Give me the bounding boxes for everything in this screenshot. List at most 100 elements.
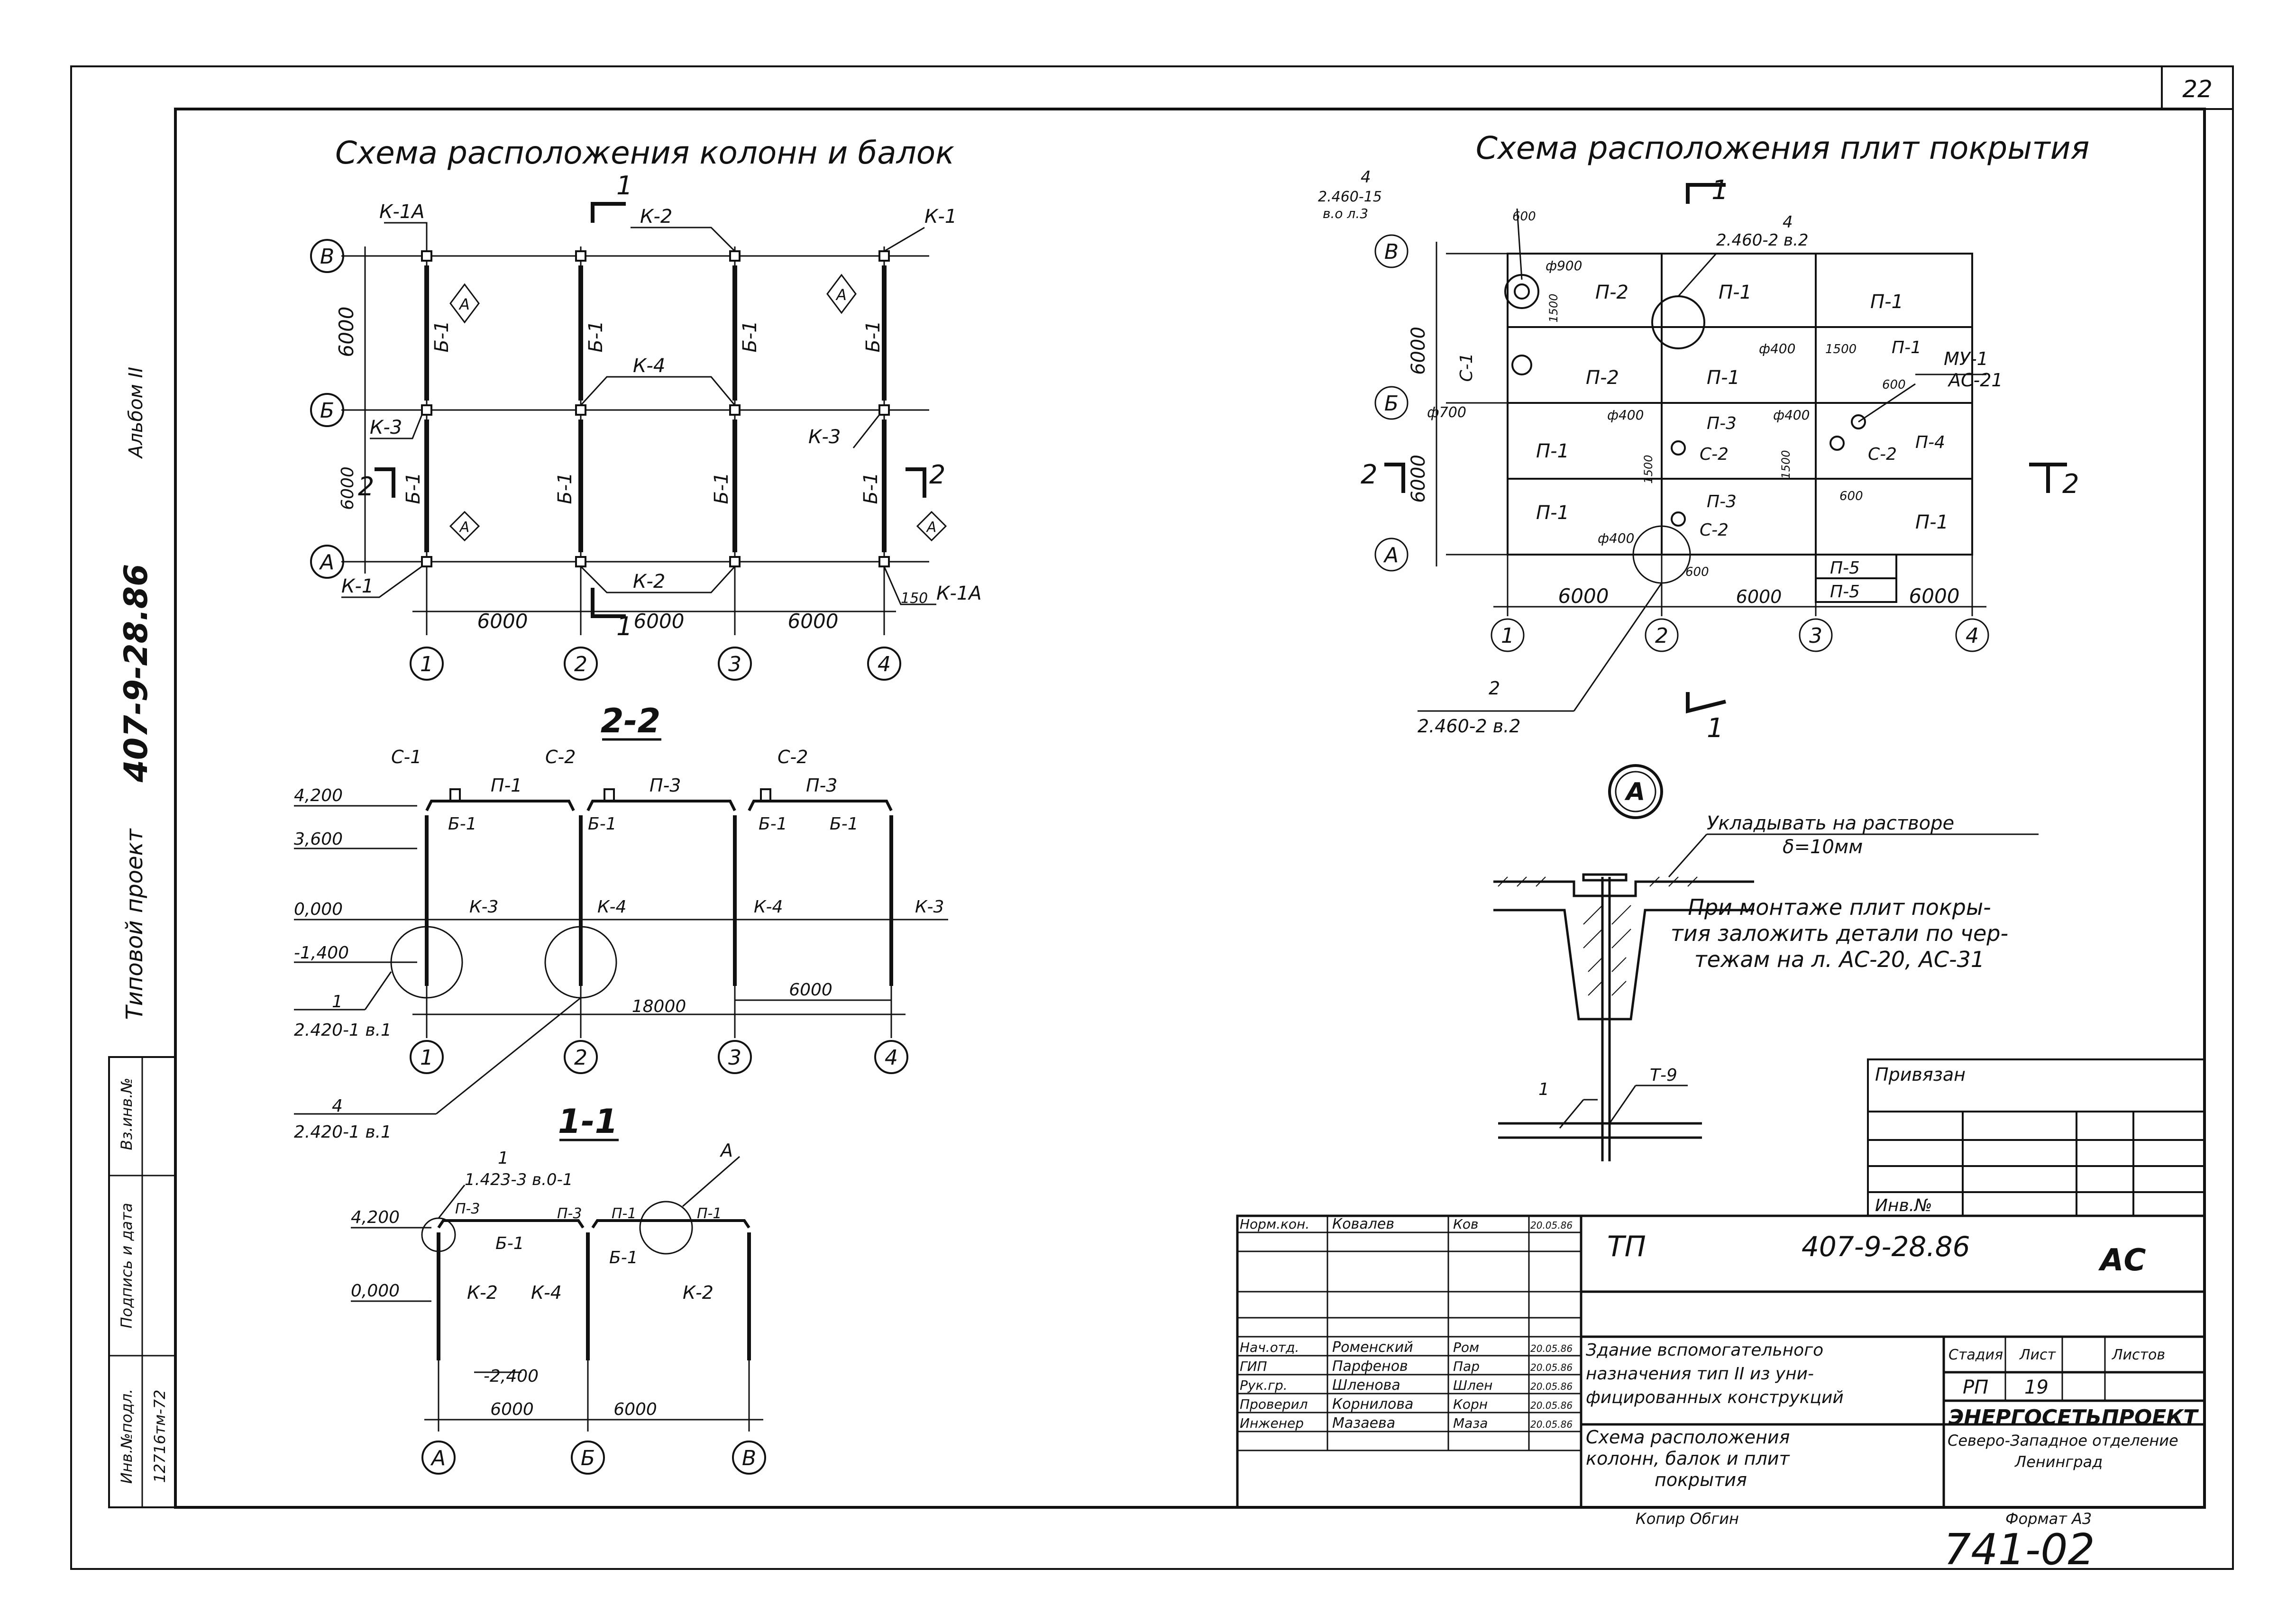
section11-axis: В <box>742 1446 756 1470</box>
slab-label: П-1 <box>1707 367 1740 389</box>
section11-ref1-num: 1 <box>498 1149 509 1168</box>
person-role: ГИП <box>1240 1359 1267 1374</box>
plan1-mark-k1-bottom: К-1 <box>341 575 374 597</box>
section22-axis: 2 <box>574 1046 587 1070</box>
note-line: тежам на л. АС-20, АС-31 <box>1694 947 1985 972</box>
person-name: Мазаева <box>1332 1415 1395 1432</box>
plan1-title: Схема расположения колонн и балок <box>335 135 954 171</box>
privyazan-table: Привязан Инв.№ <box>1867 1058 2205 1217</box>
plan1-mark-k3-left: К-3 <box>370 417 402 438</box>
support-label: С-2 <box>1868 445 1897 464</box>
section22-dim-total: 18000 <box>632 997 686 1016</box>
plan2-axis-4: 4 <box>1966 624 1979 648</box>
person-date: 20.05.86 <box>1530 1362 1573 1373</box>
plan1-callout-a: А <box>459 519 470 536</box>
section11-dim: 6000 <box>490 1400 534 1419</box>
plan1-callout-a: А <box>835 286 847 304</box>
plan1-axis-b: Б <box>320 399 334 423</box>
column-mark: К-2 <box>467 1282 498 1303</box>
person-date: 20.05.86 <box>1530 1343 1573 1354</box>
plan1-mark-k4: К-4 <box>633 355 665 377</box>
person-name: Ковалев <box>1332 1216 1394 1232</box>
column-mark: К-3 <box>469 897 498 917</box>
plan1-span-y2: 6000 <box>338 466 357 510</box>
plan1-mark-k1a-bottom: К-1А <box>936 583 982 604</box>
plan1-callout-a: А <box>458 295 470 313</box>
beam-mark: Б-1 <box>830 814 859 834</box>
person-date: 20.05.86 <box>1530 1400 1573 1411</box>
person-name: Шленова <box>1332 1377 1400 1394</box>
top-mark: С-2 <box>778 747 808 767</box>
section11-dim: 6000 <box>613 1400 657 1419</box>
person-name: Корнилова <box>1332 1396 1413 1413</box>
slab-mark: П-1 <box>612 1205 636 1222</box>
hole-dia: ф400 <box>1598 530 1634 546</box>
side-project-code: 407-9-28.86 <box>118 564 155 783</box>
person-sign: Ром <box>1453 1340 1479 1355</box>
plan1-beam-mark: Б-1 <box>711 472 732 504</box>
plan1-beam-mark: Б-1 <box>431 320 453 352</box>
tb-stage-label: Стадия <box>1948 1347 2003 1363</box>
section22-axis: 3 <box>728 1046 741 1070</box>
slab-mark: П-1 <box>697 1205 722 1222</box>
dim-small: 600 <box>1839 489 1863 503</box>
detail-a-note1: Укладывать на растворе <box>1707 812 1954 834</box>
stamp-header-inv: Инв.№подл. <box>118 1389 136 1484</box>
top-mark: С-2 <box>545 747 576 767</box>
plan1-span-y1: 6000 <box>335 307 358 357</box>
person-role: Проверил <box>1240 1396 1308 1412</box>
person-sign: Шлен <box>1453 1377 1492 1393</box>
column-mark: К-2 <box>683 1282 713 1303</box>
section-2-2: 2-2 <box>294 702 948 1142</box>
slab-label: П-1 <box>1719 282 1752 303</box>
doc-number: 741-02 <box>1944 1525 2095 1575</box>
level-mark: -2,400 <box>484 1367 539 1386</box>
tb-sheets-label: Листов <box>2112 1347 2165 1363</box>
tb-building: фицированных конструкций <box>1586 1388 1844 1407</box>
column-mark: К-4 <box>597 897 626 917</box>
section22-ref1-num: 1 <box>332 992 343 1012</box>
stamp-header-sign: Подпись и дата <box>118 1203 136 1328</box>
detail-a-note2: δ=10мм <box>1783 836 1863 858</box>
plan2-span-y2: 6000 <box>1408 455 1429 503</box>
tb-copied: Копир Обгин <box>1636 1510 1739 1528</box>
tb-sheet-label: Лист <box>2019 1347 2057 1363</box>
level-mark: 0,000 <box>351 1281 400 1301</box>
plan-columns-beams: Схема расположения колонн и балок <box>310 135 982 681</box>
plan1-dim-150: 150 <box>901 590 928 607</box>
tb-org-sub1: Северо-Западное отделение <box>1948 1432 2178 1450</box>
plan1-beam-mark: Б-1 <box>860 472 882 504</box>
plan1-mark-k2-bottom: К-2 <box>633 571 665 593</box>
plan2-span-x3: 6000 <box>1909 584 1960 608</box>
support-label: С-2 <box>1700 445 1729 464</box>
plan2-ref4b-sheet: 2.460-2 в.2 <box>1716 231 1809 250</box>
person-name: Парфенов <box>1332 1358 1408 1375</box>
level-mark: 4,200 <box>351 1208 400 1227</box>
tb-org: ЭНЕРГОСЕТЬПРОЕКТ <box>1948 1405 2199 1430</box>
plan2-ref2-num: 2 <box>1489 678 1500 699</box>
tb-sheet-title: Схема расположения <box>1586 1427 1790 1448</box>
person-sign: Маза <box>1453 1415 1488 1431</box>
slab-mark: П-3 <box>557 1205 582 1222</box>
album-label: Альбом II <box>125 367 147 459</box>
tb-sheet-title: колонн, балок и плит <box>1586 1448 1790 1469</box>
top-mark: П-3 <box>649 775 681 796</box>
section22-axis: 1 <box>420 1046 433 1070</box>
dim-small: 1500 <box>1825 342 1857 356</box>
section11-axis: Б <box>581 1446 595 1470</box>
section22-axis: 4 <box>885 1046 898 1070</box>
dim-small: 600 <box>1685 565 1709 579</box>
slab-label: П-2 <box>1595 282 1628 303</box>
detail-a: А Укладывать на растворе δ=10мм <box>1493 764 2039 1161</box>
stamp-header-vz: Вз.инв.№ <box>118 1077 136 1150</box>
slab-label: П-1 <box>1892 338 1921 357</box>
plan1-axis-3: 3 <box>728 652 741 676</box>
stamp-inv-value: 12716тм-72 <box>151 1390 169 1483</box>
privyazan-inv: Инв.№ <box>1875 1196 1932 1215</box>
column-mark: К-4 <box>531 1282 562 1303</box>
detail-a-mark-1: 1 <box>1538 1080 1549 1099</box>
level-mark: 0,000 <box>294 900 343 919</box>
section11-ref1-sheet: 1.423-3 в.0-1 <box>465 1170 573 1189</box>
privyazan-label: Привязан <box>1875 1064 1966 1085</box>
plan2-axis-v: В <box>1384 240 1399 264</box>
